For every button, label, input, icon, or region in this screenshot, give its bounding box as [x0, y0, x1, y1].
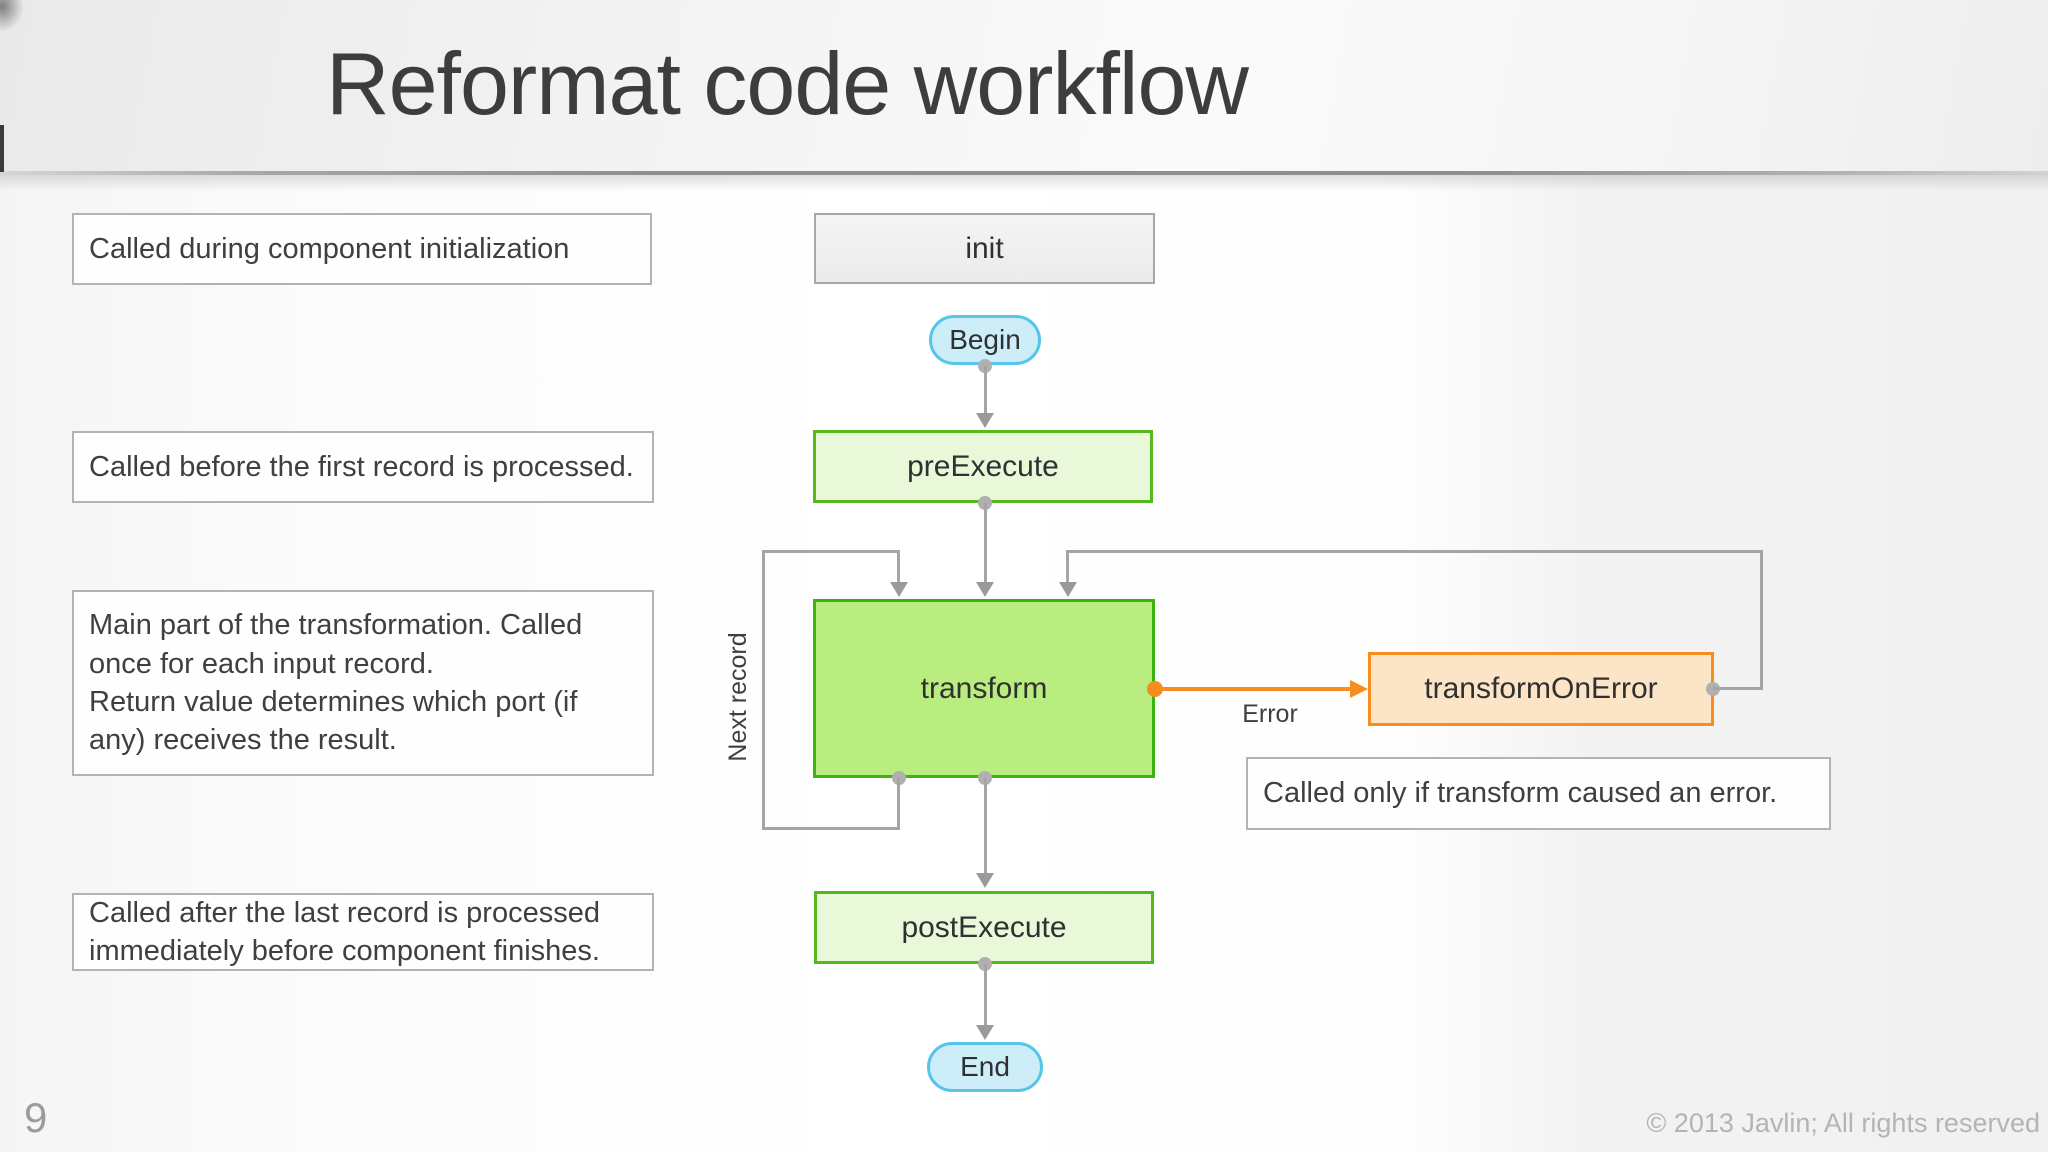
loop-segment-top: [762, 550, 900, 553]
connector-dot-transform-error-port: [1147, 681, 1163, 697]
node-pre-execute: preExecute: [813, 430, 1153, 503]
note-init-text: Called during component initialization: [89, 232, 570, 265]
copyright-text: © 2013 Javlin; All rights reserved: [1646, 1108, 2040, 1138]
note-post-execute-text: Called after the last record is processe…: [89, 896, 600, 967]
arrowhead-return-into-transform-icon: [1059, 582, 1077, 597]
arrowhead-into-transformonerror-icon: [1350, 680, 1368, 698]
note-pre-execute: Called before the first record is proces…: [72, 431, 654, 503]
arrowhead-into-end-icon: [976, 1025, 994, 1040]
error-label: Error: [1242, 700, 1298, 728]
loop-segment-left: [762, 550, 765, 830]
loop-segment-reentry: [897, 550, 900, 584]
page-number: 9: [24, 1094, 48, 1141]
arrowhead-into-postexecute-icon: [976, 873, 994, 888]
corner-artifact: [0, 0, 24, 32]
loop-segment-bottom: [762, 827, 900, 830]
connector-begin-preexecute: [984, 366, 987, 414]
node-end: End: [927, 1042, 1043, 1092]
note-pre-execute-text: Called before the first record is proces…: [89, 450, 634, 483]
connector-error: [1157, 687, 1352, 691]
return-segment-reentry: [1066, 550, 1069, 584]
note-transform-text-2: Return value determines which port (if a…: [89, 686, 578, 757]
note-on-error: Called only if transform caused an error…: [1246, 757, 1831, 830]
arrowhead-into-transform-center-icon: [976, 582, 994, 597]
slide-title: Reformat code workflow: [326, 34, 1249, 133]
next-record-label: Next record: [724, 632, 752, 762]
connector-preexecute-transform: [984, 503, 987, 583]
connector-postexecute-end: [984, 964, 987, 1026]
node-transform: transform: [813, 599, 1155, 778]
note-transform: Main part of the transformation. Called …: [72, 590, 654, 776]
note-post-execute: Called after the last record is processe…: [72, 893, 654, 971]
node-init: init: [814, 213, 1155, 284]
note-transform-text-1: Main part of the transformation. Called …: [89, 609, 583, 680]
node-post-execute: postExecute: [814, 891, 1154, 964]
return-segment-up: [1760, 550, 1763, 690]
arrowhead-loop-into-transform-icon: [890, 582, 908, 597]
node-begin: Begin: [929, 315, 1041, 365]
node-transform-on-error: transformOnError: [1368, 652, 1714, 726]
loop-segment-down: [897, 778, 900, 830]
header-divider: [0, 171, 2048, 175]
header-divider-shadow: [0, 175, 2048, 191]
return-segment-out: [1713, 687, 1763, 690]
arrowhead-into-preexecute-icon: [976, 413, 994, 428]
left-edge-artifact: [0, 125, 4, 172]
slide-header: Reformat code workflow: [0, 0, 2048, 171]
note-init: Called during component initialization: [72, 213, 652, 285]
return-segment-top: [1067, 550, 1763, 553]
connector-transform-postexecute: [984, 778, 987, 874]
note-on-error-text: Called only if transform caused an error…: [1263, 777, 1778, 810]
